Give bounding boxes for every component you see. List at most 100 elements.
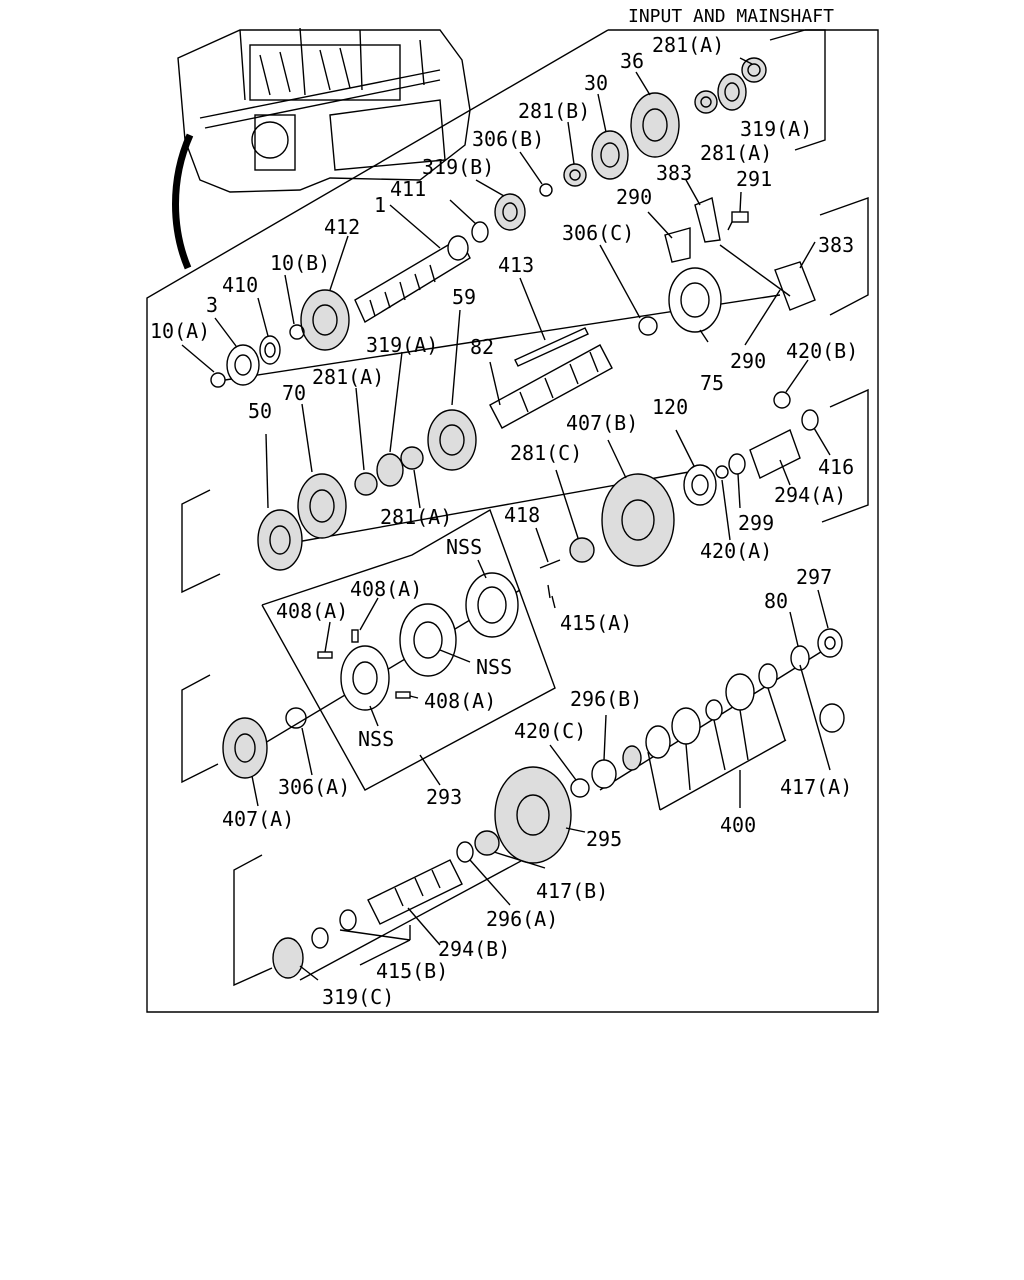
bearing-400-c [705,699,723,721]
label-319c: 319(C) [322,985,394,1009]
gear-281c [569,537,595,563]
snap-ring-306b [539,183,553,197]
washer-416 [801,409,819,431]
gear-30 [591,130,629,180]
label-319a-top: 319(A) [740,117,812,141]
label-297: 297 [796,565,832,589]
subgroup-frame-416 [821,388,869,523]
label-281c: 281(C) [510,441,582,465]
label-411: 411 [390,177,426,201]
diagram-title: INPUT AND MAINSHAFT [628,6,834,27]
leader-lines [181,57,831,981]
label-82: 82 [470,335,494,359]
gear-281b [563,163,587,187]
spring-408a-1 [317,651,333,659]
label-281a-mid: 281(A) [312,365,384,389]
gear-36 [630,92,680,158]
snap-ring-10b [289,324,305,340]
label-407b: 407(B) [566,411,638,435]
synchronizer-assembly-frame [261,508,556,791]
label-281a-2: 281(A) [700,141,772,165]
label-299: 299 [738,511,774,535]
spacer-296a [456,841,474,863]
label-383-top: 383 [656,161,692,185]
label-417a: 417(A) [780,775,852,799]
gear-281a-top [741,57,767,83]
snap-ring-10a [210,372,226,388]
label-10b: 10(B) [270,251,330,275]
gear-407b [601,473,675,567]
label-306b: 306(B) [472,127,544,151]
label-75: 75 [700,371,724,395]
gear-281a-mid [400,446,424,470]
label-306c: 306(C) [562,221,634,245]
label-293: 293 [426,785,462,809]
synchro-ring-nss-low [340,645,390,711]
synchro-hub-nss-mid [399,603,457,677]
gear-50 [257,509,303,571]
label-408a-3: 408(A) [424,689,496,713]
subgroup-frame-top [769,29,826,151]
label-59: 59 [452,285,476,309]
gear-281a-2 [694,90,718,114]
label-290-bot: 290 [730,349,766,373]
bearing-411 [471,221,489,243]
label-408a-2: 408(A) [276,599,348,623]
label-417b: 417(B) [536,879,608,903]
label-294a: 294(A) [774,483,846,507]
label-295: 295 [586,827,622,851]
label-80: 80 [764,589,788,613]
bearing-400-b [725,673,755,711]
label-296b: 296(B) [570,687,642,711]
label-407a: 407(A) [222,807,294,831]
spacer-296b [591,759,617,789]
label-281a-low: 281(A) [380,505,452,529]
spring-408a-2 [351,629,359,643]
bearing-400-e [645,725,671,759]
label-306a: 306(A) [278,775,350,799]
synchro-120 [683,464,717,506]
bearing-417b [474,830,500,856]
label-50: 50 [248,399,272,423]
snap-ring-306c [638,316,658,336]
gear-407a [222,717,268,779]
nut-297 [817,628,843,658]
label-290-top: 290 [616,185,652,209]
label-420b: 420(B) [786,339,858,363]
fork-383-top [694,197,721,243]
label-1: 1 [374,193,386,217]
gear-319a-mid [376,453,404,487]
mainshaft-82 [489,344,613,429]
gear-281a-low [354,472,378,496]
spacer-410 [259,335,281,365]
bearing-417a [819,703,845,733]
pin-415a [547,584,551,599]
label-408a-1: 408(A) [350,577,422,601]
label-30: 30 [584,71,608,95]
snap-ring-420c [570,778,590,798]
label-281a-top: 281(A) [652,33,724,57]
label-291: 291 [736,167,772,191]
bearing-75 [668,267,722,333]
bolt-291 [727,211,749,231]
label-420a: 420(A) [700,539,772,563]
gear-319a-top [717,73,747,111]
gear-412 [300,289,350,351]
diagram-frame [146,29,879,1013]
snap-ring-420b [773,391,791,409]
bearing-400-d [671,707,701,745]
transmission-thumbnail [172,27,471,270]
label-294b: 294(B) [438,937,510,961]
snap-ring-420a [715,465,729,479]
label-415b: 415(B) [376,959,448,983]
label-319a-mid: 319(A) [366,333,438,357]
synchro-ring-nss-top [465,572,519,638]
input-shaft-1 [354,235,471,324]
label-36: 36 [620,49,644,73]
label-3: 3 [206,293,218,317]
label-412: 412 [324,215,360,239]
label-nss-1: NSS [446,535,482,559]
callout-labels: 281(A) 36 30 319(A) 281(B) 306(B) 281(A)… [150,33,858,1009]
bearing-296b [622,745,642,771]
